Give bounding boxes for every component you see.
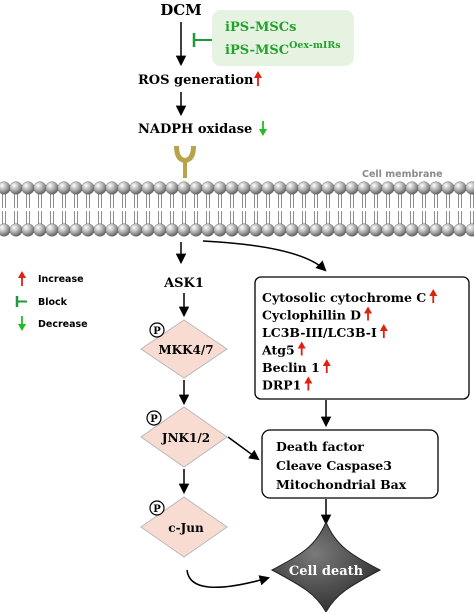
- nadph-oxidase-label: NADPH oxidase: [138, 122, 252, 137]
- mito-marker-line: Beclin 1: [262, 360, 320, 375]
- increase-arrow-icon: [364, 306, 373, 321]
- increase-arrow-icon: [379, 324, 388, 338]
- svg-text:P: P: [150, 414, 158, 425]
- svg-text:P: P: [153, 504, 161, 515]
- arrow-jnk-to-death-box: [227, 436, 260, 461]
- mito-marker-line: Cytosolic cytochrome C: [262, 290, 426, 305]
- increase-arrow-icon: [322, 359, 331, 373]
- jnk12-node: [140, 406, 228, 468]
- death-factor-line: Death factor: [276, 439, 364, 454]
- mitochondrial-marker-box: [254, 276, 470, 400]
- arrow-membrane-to-mito-box: [202, 240, 327, 272]
- death-factor-box: [261, 429, 439, 499]
- ros-generation-label: ROS generation: [138, 73, 254, 88]
- treatment-box: [212, 10, 354, 66]
- mito-marker-line: LC3B-III/LC3B-I: [262, 325, 377, 340]
- svg-text:P: P: [153, 326, 161, 337]
- mkk47-label: MKK4/7: [158, 343, 213, 357]
- death-factor-line: Mitochondrial Bax: [276, 477, 407, 492]
- legend-decrease-label: Decrease: [38, 319, 88, 330]
- jnk12-label: JNK1/2: [161, 431, 210, 445]
- ask1-label: ASK1: [163, 276, 204, 291]
- legend-block-icon: [15, 296, 27, 307]
- death-factor-line: Cleave Caspase3: [276, 458, 392, 473]
- legend-decrease-icon: [18, 316, 26, 331]
- jnk12-phospho-badge: P: [146, 410, 162, 426]
- cell-death-node: [270, 520, 382, 612]
- increase-arrow-icon: [297, 341, 306, 356]
- legend-block-label: Block: [38, 297, 68, 308]
- increase-arrow-icon: [304, 376, 313, 391]
- cell-death-label: Cell death: [289, 564, 364, 579]
- cjun-phospho-badge: P: [149, 500, 165, 516]
- mito-marker-line: Atg5: [261, 343, 295, 358]
- treatment-ips-mscs: iPS-MSCs: [225, 20, 296, 35]
- treatment-ips-msc-oex: iPS-MSCOex-mIRs: [225, 40, 341, 58]
- nadph-decrease-icon: [259, 121, 267, 136]
- mito-marker-line: Cyclophillin D: [262, 308, 361, 323]
- arrow-cjun-to-cell-death: [186, 569, 271, 589]
- receptor-icon: [174, 146, 196, 178]
- cjun-label: c-Jun: [168, 521, 204, 535]
- cell-membrane: [0, 181, 474, 237]
- mkk47-phospho-badge: P: [149, 322, 165, 338]
- legend: Increase Block Decrease: [15, 271, 88, 331]
- cell-membrane-label: Cell membrane: [362, 169, 443, 180]
- increase-arrow-icon: [429, 289, 438, 303]
- legend-increase-label: Increase: [38, 274, 84, 285]
- legend-increase-icon: [18, 271, 26, 286]
- dcm-label: DCM: [160, 1, 202, 19]
- mito-marker-line: DRP1: [262, 378, 301, 393]
- ros-increase-icon: [254, 71, 262, 86]
